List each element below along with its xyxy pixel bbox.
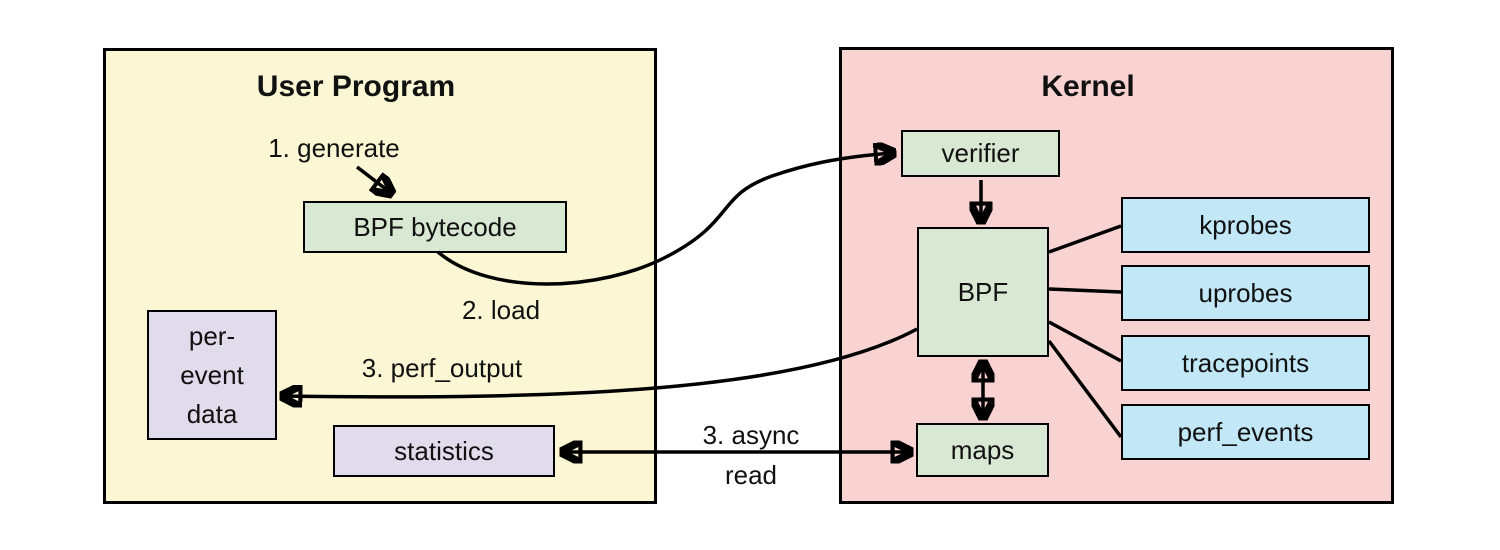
user-program-title: User Program: [256, 70, 456, 103]
kprobes-box: kprobes: [1121, 197, 1370, 253]
maps-box: maps: [916, 423, 1049, 477]
load-step-label: 2. load: [461, 295, 541, 325]
perf-output-step-label: 3. perf_output: [361, 353, 523, 383]
async-read-line-1: 3. async: [702, 420, 800, 450]
bpf-box: BPF: [917, 227, 1049, 357]
kernel-title: Kernel: [1041, 70, 1135, 103]
tracepoints-box: tracepoints: [1121, 335, 1370, 391]
bpf-bytecode-box: BPF bytecode: [303, 201, 567, 253]
statistics-box: statistics: [333, 425, 555, 477]
uprobes-box: uprobes: [1121, 265, 1370, 321]
generate-step-label: 1. generate: [268, 133, 400, 163]
perf-events-box: perf_events: [1121, 404, 1370, 460]
per-event-data-box: per- event data: [147, 310, 277, 440]
per-event-data-line-3: data: [186, 398, 238, 429]
per-event-data-line-2: event: [180, 359, 244, 390]
async-read-line-2: read: [724, 460, 778, 490]
per-event-data-line-1: per-: [188, 320, 236, 351]
verifier-box: verifier: [901, 130, 1060, 177]
async-read-step-label: 3. async read: [703, 415, 800, 495]
